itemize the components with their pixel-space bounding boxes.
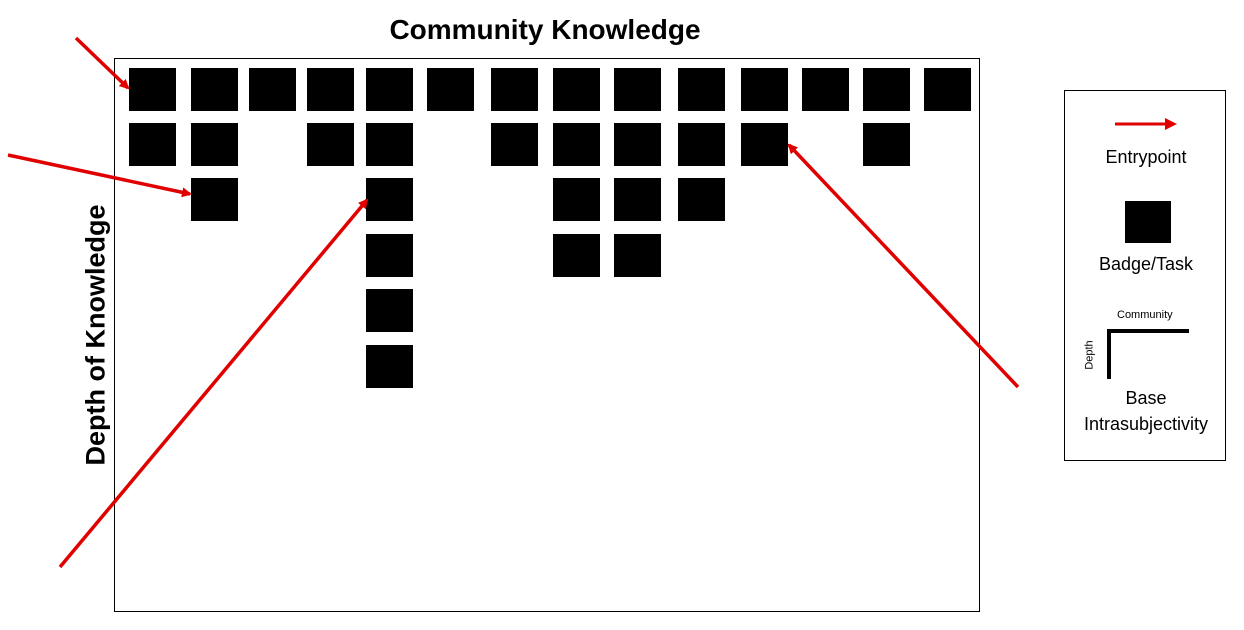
- badge-task: [191, 68, 238, 111]
- entrypoint-arrow: [74, 36, 130, 90]
- badge-task: [614, 123, 661, 166]
- legend: Entrypoint Badge/Task Community Depth Ba…: [1064, 90, 1226, 461]
- badge-task: [614, 68, 661, 111]
- badge-task: [553, 68, 600, 111]
- badge-task: [491, 123, 538, 166]
- community-axis-icon: [1107, 329, 1189, 333]
- legend-depth-label: Depth: [1083, 340, 1096, 370]
- badge-task: [366, 345, 413, 388]
- badge-task: [802, 68, 849, 111]
- badge-task: [553, 234, 600, 277]
- badge-task: [678, 68, 725, 111]
- entrypoint-arrow: [787, 143, 1020, 389]
- badge-task: [366, 178, 413, 221]
- badge-task: [366, 123, 413, 166]
- badge-task: [307, 123, 354, 166]
- badge-task: [678, 178, 725, 221]
- entrypoint-arrow-icon: [1115, 118, 1177, 130]
- badge-task: [491, 68, 538, 111]
- badge-task: [249, 68, 296, 111]
- badge-task: [924, 68, 971, 111]
- badge-task: [863, 123, 910, 166]
- badge-task: [741, 123, 788, 166]
- badge-task: [366, 68, 413, 111]
- depth-axis-icon: [1107, 329, 1111, 379]
- badge-task: [191, 178, 238, 221]
- badge-task: [307, 68, 354, 111]
- badge-task: [553, 123, 600, 166]
- badge-task-icon: [1125, 201, 1171, 243]
- entrypoint-arrows: [7, 36, 1020, 569]
- diagram-title: Community Knowledge: [389, 14, 701, 45]
- badge-task: [129, 123, 176, 166]
- legend-badge-label: Badge/Task: [1098, 254, 1194, 274]
- entrypoint-arrow: [58, 198, 369, 569]
- badge-task: [614, 234, 661, 277]
- badge-task: [678, 123, 725, 166]
- entrypoint-arrow: [7, 153, 192, 198]
- badge-task: [553, 178, 600, 221]
- badge-task: [427, 68, 474, 111]
- legend-base-label-line2: Intrasubjectivity: [1083, 414, 1209, 434]
- legend-community-label: Community: [1117, 309, 1173, 321]
- legend-base-label-line1: Base: [1125, 388, 1167, 408]
- diagram-frame: [114, 58, 980, 612]
- badge-task: [366, 289, 413, 332]
- badge-task: [191, 123, 238, 166]
- badge-task: [863, 68, 910, 111]
- badge-task: [129, 68, 176, 111]
- badge-task: [614, 178, 661, 221]
- badge-grid: [129, 68, 971, 388]
- legend-entrypoint-label: Entrypoint: [1105, 147, 1187, 167]
- badge-task: [366, 234, 413, 277]
- badge-task: [741, 68, 788, 111]
